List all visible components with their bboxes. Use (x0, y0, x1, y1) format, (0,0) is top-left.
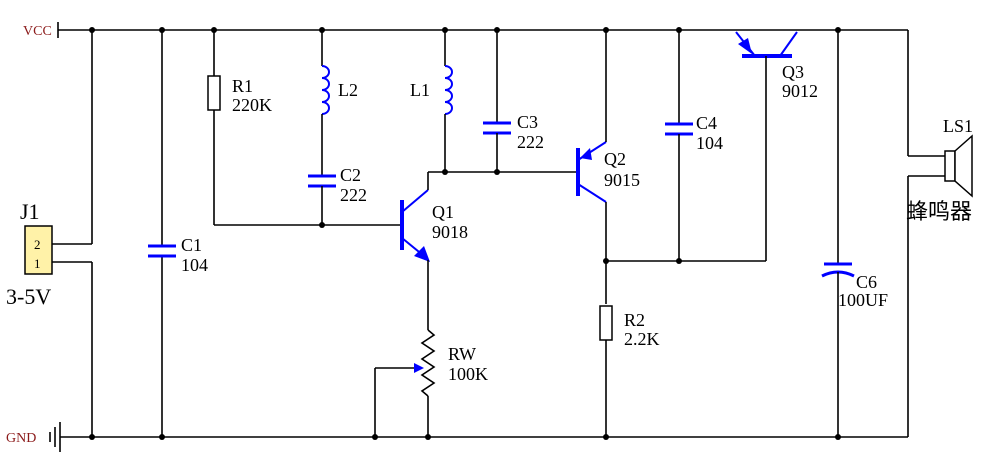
r1-ref: R1 (232, 76, 253, 96)
vcc-rail (57, 22, 908, 38)
capacitor-c3 (483, 30, 511, 172)
c4-value: 104 (696, 133, 723, 153)
r2-value: 2.2K (624, 329, 660, 349)
transistor-q2 (576, 30, 607, 304)
q3-ref: Q3 (782, 62, 804, 82)
j1-pin-2: 2 (34, 237, 41, 252)
capacitor-c4 (665, 30, 693, 261)
transistor-q3 (735, 31, 798, 261)
inductor-l2 (321, 30, 330, 176)
gnd-rail (49, 422, 908, 452)
capacitor-c1 (148, 30, 176, 437)
q2-ref: Q2 (604, 149, 626, 169)
ls1-ref: LS1 (943, 116, 973, 136)
r1-value: 220K (232, 95, 272, 115)
c3-value: 222 (517, 132, 544, 152)
resistor-r2 (599, 305, 613, 437)
j1-ref: J1 (20, 199, 40, 224)
capacitor-c2 (308, 174, 336, 225)
connector-j1 (24, 30, 93, 437)
transistor-q1 (400, 172, 430, 330)
l2-ref: L2 (338, 80, 358, 100)
inductor-l1 (444, 30, 453, 172)
rw-ref: RW (448, 344, 476, 364)
c2-ref: C2 (340, 165, 361, 185)
c3-ref: C3 (517, 112, 538, 132)
q1-ref: Q1 (432, 202, 454, 222)
r2-ref: R2 (624, 310, 645, 330)
buzzer-label: 蜂鸣器 (906, 200, 972, 225)
c6-ref: C6 (856, 272, 877, 292)
q1-value: 9018 (432, 222, 468, 242)
supply-voltage-label: 3-5V (6, 284, 51, 309)
resistor-r1 (207, 30, 402, 226)
c1-ref: C1 (181, 235, 202, 255)
c4-ref: C4 (696, 113, 717, 133)
junction-dots (89, 27, 841, 440)
q3-value: 9012 (782, 81, 818, 101)
c1-value: 104 (181, 255, 208, 275)
buzzer-ls1 (907, 30, 973, 437)
l1-ref: L1 (410, 80, 430, 100)
capacitor-c6 (821, 30, 855, 437)
c2-value: 222 (340, 185, 367, 205)
vcc-label: VCC (23, 24, 52, 39)
j1-pin-1: 1 (34, 256, 41, 271)
rw-value: 100K (448, 364, 488, 384)
gnd-label: GND (6, 431, 36, 446)
c6-value: 100UF (838, 290, 888, 310)
q2-value: 9015 (604, 170, 640, 190)
potentiometer-rw (374, 329, 436, 437)
